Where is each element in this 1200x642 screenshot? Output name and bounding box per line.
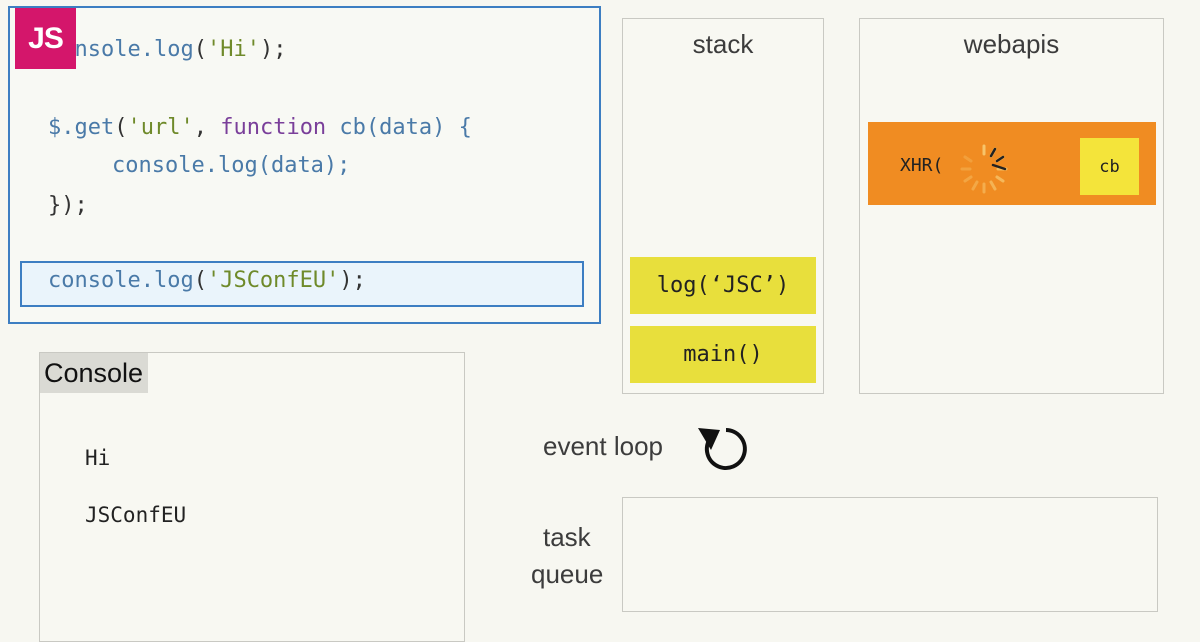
code-token: 'url': [127, 115, 194, 140]
task-queue-label-line1: task: [543, 522, 591, 552]
stack-frame-main: main(): [630, 326, 816, 383]
code-token: ,: [193, 115, 221, 140]
code-token: (data) {: [365, 115, 472, 140]
code-line-3: console.log(data);: [112, 153, 350, 178]
code-token: (: [193, 268, 207, 293]
console-output-line: Hi: [85, 446, 111, 470]
stack-title: stack: [692, 29, 754, 59]
code-token: );: [339, 268, 366, 293]
task-queue-panel: [622, 497, 1158, 612]
code-line-5: console.log('JSConfEU');: [48, 268, 366, 293]
code-token: nsole.log: [74, 37, 194, 62]
code-token: 'Hi': [206, 37, 260, 62]
code-token: 'JSConfEU': [206, 268, 340, 293]
event-loop-label: event loop: [543, 431, 663, 461]
console-title: Console: [40, 353, 148, 393]
code-token: (: [193, 37, 207, 62]
code-token: );: [259, 37, 287, 62]
code-line-1: console.log('Hi');: [48, 37, 286, 62]
console-output-line: JSConfEU: [85, 503, 187, 527]
code-token: cb: [326, 115, 366, 140]
stack-frame-log: log(‘JSC’): [630, 257, 816, 314]
task-queue-label-line2: queue: [531, 559, 604, 589]
code-token: function: [220, 115, 327, 140]
console-panel: [39, 352, 465, 642]
code-line-4: });: [48, 193, 88, 218]
loading-spinner-icon: [960, 144, 1008, 194]
xhr-label: XHR(: [900, 155, 944, 176]
current-line-highlight: [20, 261, 584, 307]
code-token: console.log: [112, 153, 258, 178]
code-token: (: [114, 115, 128, 140]
code-token: $.get: [48, 115, 115, 140]
code-line-2: $.get('url', function cb(data) {: [48, 115, 472, 140]
webapis-title: webapis: [963, 29, 1060, 59]
callback-cb: cb: [1080, 138, 1139, 195]
code-token: (data);: [257, 153, 351, 178]
code-token: console.log: [48, 268, 194, 293]
event-loop-arrow-icon: [698, 428, 747, 470]
webapis-panel: webapis: [859, 18, 1164, 394]
js-logo: JS: [15, 8, 76, 69]
